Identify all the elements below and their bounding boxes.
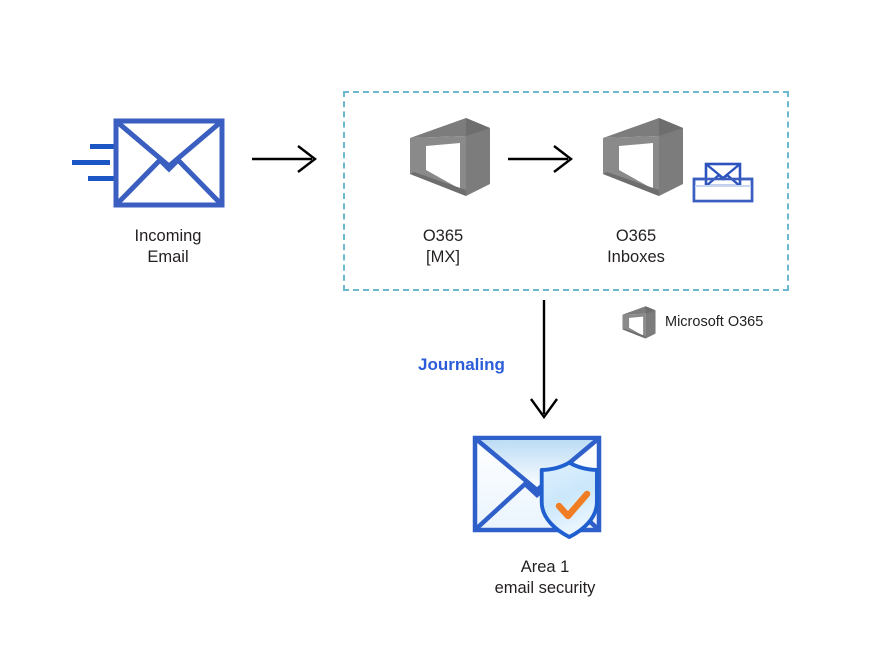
email-shield-icon <box>471 434 621 551</box>
arrow-down-icon <box>527 300 561 425</box>
speed-lines-icon <box>72 142 116 189</box>
o365-inboxes-caption: O365 Inboxes <box>607 227 665 266</box>
legend-label: Microsoft O365 <box>665 314 764 330</box>
journaling-label: Journaling <box>418 355 505 374</box>
microsoft-office-icon <box>404 110 496 207</box>
arrow-right-icon <box>252 142 318 181</box>
incoming-email-caption: Incoming Email <box>134 227 202 266</box>
microsoft-office-icon <box>620 303 658 346</box>
area1-caption: Area 1 email security <box>494 558 596 597</box>
envelope-icon <box>113 118 225 213</box>
o365-mx-caption: O365 [MX] <box>422 227 464 266</box>
o365-boundary-zone <box>343 91 789 291</box>
arrow-right-icon <box>508 142 574 181</box>
microsoft-office-icon <box>597 110 689 207</box>
inbox-envelope-icon <box>692 161 754 208</box>
